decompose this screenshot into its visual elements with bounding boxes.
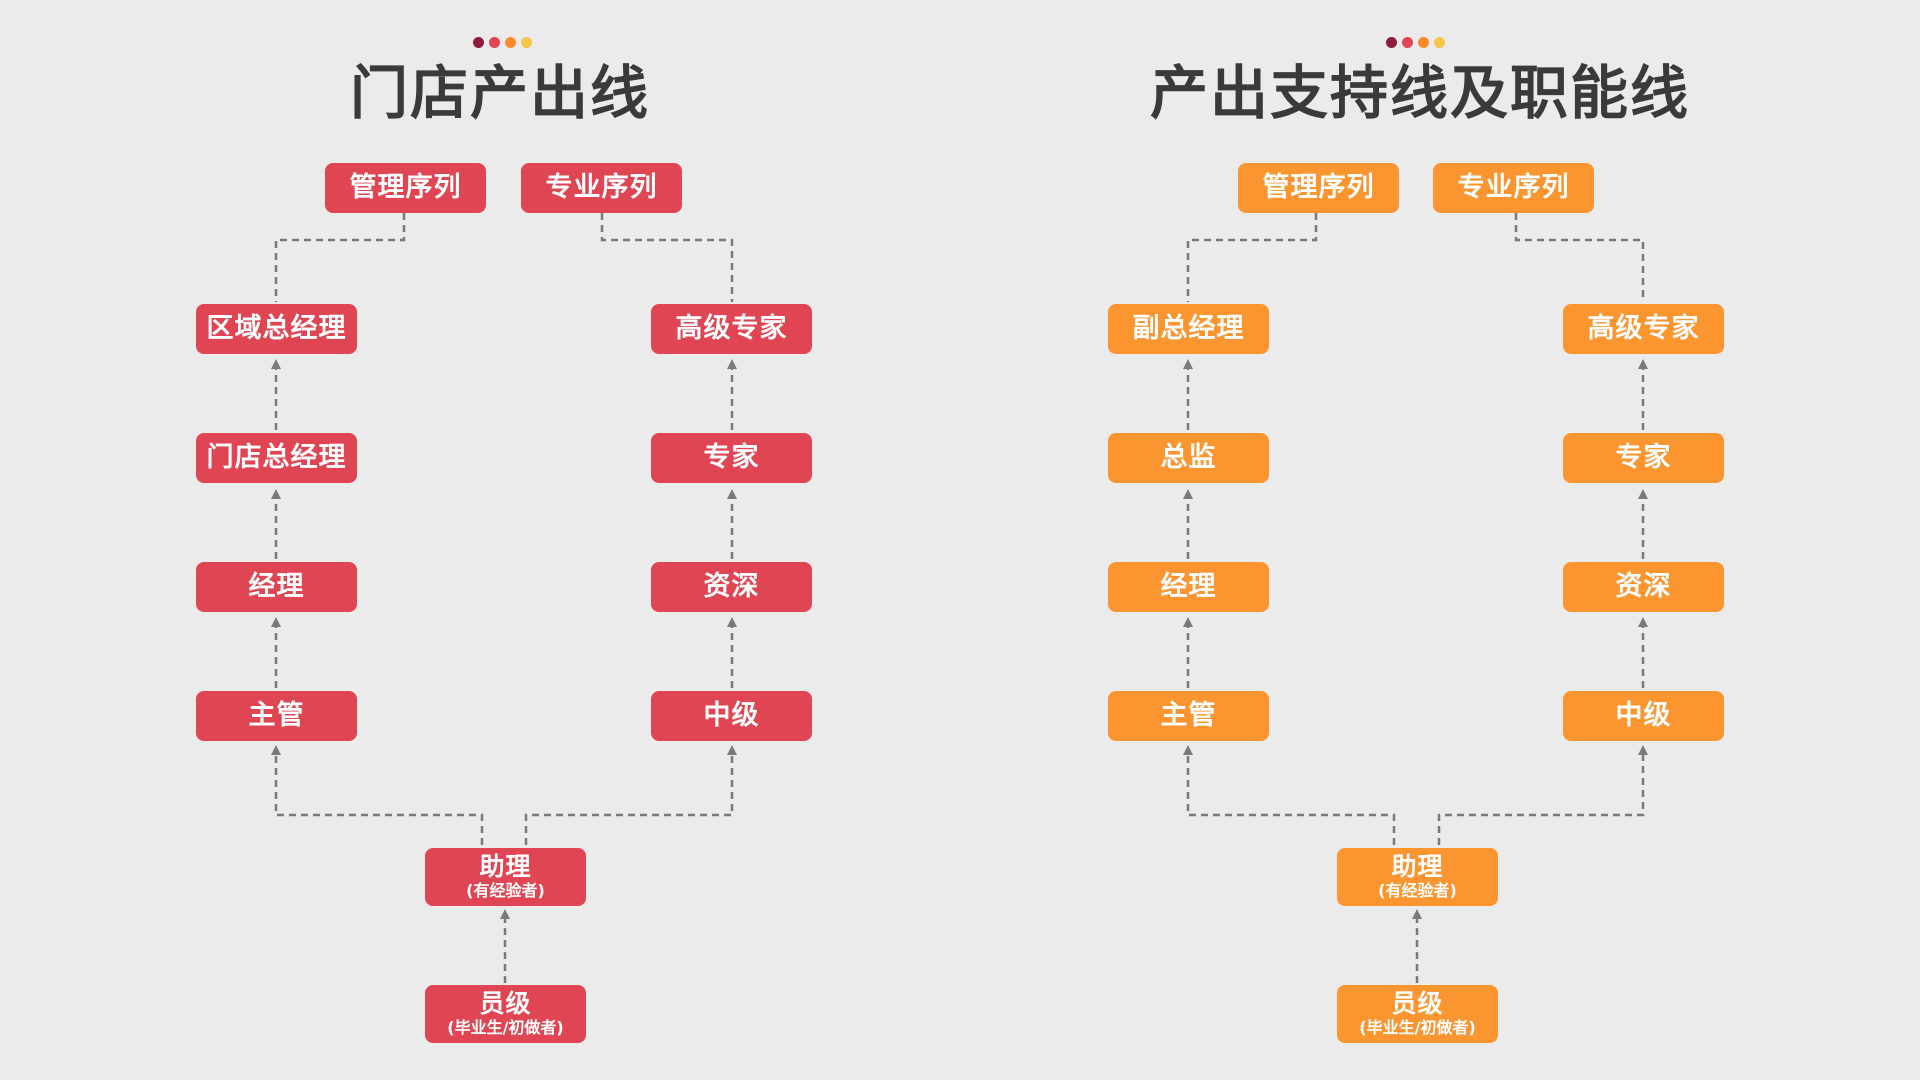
management-track-header: 管理序列 xyxy=(325,163,486,213)
dot-3 xyxy=(1418,37,1429,48)
mgmt-level-1: 区域总经理 xyxy=(196,304,357,354)
title-decoration-dots xyxy=(1386,37,1446,49)
professional-track-header: 专业序列 xyxy=(1433,163,1594,213)
dot-4 xyxy=(1434,37,1445,48)
connector-prof-header xyxy=(600,213,734,302)
prof-level-4: 中级 xyxy=(1563,691,1724,741)
title-decoration-dots xyxy=(473,37,533,49)
professional-track-header: 专业序列 xyxy=(521,163,682,213)
dot-2 xyxy=(489,37,500,48)
mgmt-level-4: 主管 xyxy=(1108,691,1269,741)
assistant-level: 助理 (有经验者) xyxy=(1337,848,1498,906)
dot-1 xyxy=(473,37,484,48)
support-function-line-panel: 产出支持线及职能线 管理序列 专业序列 副总经理 总监 经理 主管 高级专家 专… xyxy=(960,0,1920,1080)
dot-3 xyxy=(505,37,516,48)
prof-level-1: 高级专家 xyxy=(651,304,812,354)
arrow-assistant-to-mgmt xyxy=(1183,745,1396,845)
mgmt-level-4: 主管 xyxy=(196,691,357,741)
staff-level: 员级 (毕业生/初做者) xyxy=(1337,985,1498,1043)
connector-mgmt-header xyxy=(1186,213,1318,302)
arrow-assistant-to-prof xyxy=(524,745,737,845)
mgmt-level-2: 门店总经理 xyxy=(196,433,357,483)
arrow-assistant-to-mgmt xyxy=(271,745,484,845)
prof-level-2: 专家 xyxy=(1563,433,1724,483)
mgmt-level-3: 经理 xyxy=(1108,562,1269,612)
connector-prof-header xyxy=(1514,213,1645,302)
panel-title: 产出支持线及职能线 xyxy=(1149,59,1690,127)
management-track-header: 管理序列 xyxy=(1238,163,1399,213)
prof-level-2: 专家 xyxy=(651,433,812,483)
career-path-connectors xyxy=(271,213,737,983)
staff-level: 员级 (毕业生/初做者) xyxy=(425,985,586,1043)
dot-4 xyxy=(521,37,532,48)
career-path-connectors xyxy=(1183,213,1648,983)
connector-mgmt-header xyxy=(274,213,406,302)
mgmt-level-1: 副总经理 xyxy=(1108,304,1269,354)
assistant-level: 助理 (有经验者) xyxy=(425,848,586,906)
arrow-assistant-to-prof xyxy=(1437,745,1648,845)
mgmt-level-2: 总监 xyxy=(1108,433,1269,483)
dot-2 xyxy=(1402,37,1413,48)
panel-title: 门店产出线 xyxy=(349,59,650,127)
prof-level-1: 高级专家 xyxy=(1563,304,1724,354)
prof-level-3: 资深 xyxy=(1563,562,1724,612)
prof-level-4: 中级 xyxy=(651,691,812,741)
prof-level-3: 资深 xyxy=(651,562,812,612)
mgmt-level-3: 经理 xyxy=(196,562,357,612)
store-output-line-panel: 门店产出线 管理序列 专业序列 区域总经理 门店总经理 xyxy=(196,37,812,1043)
dot-1 xyxy=(1386,37,1397,48)
